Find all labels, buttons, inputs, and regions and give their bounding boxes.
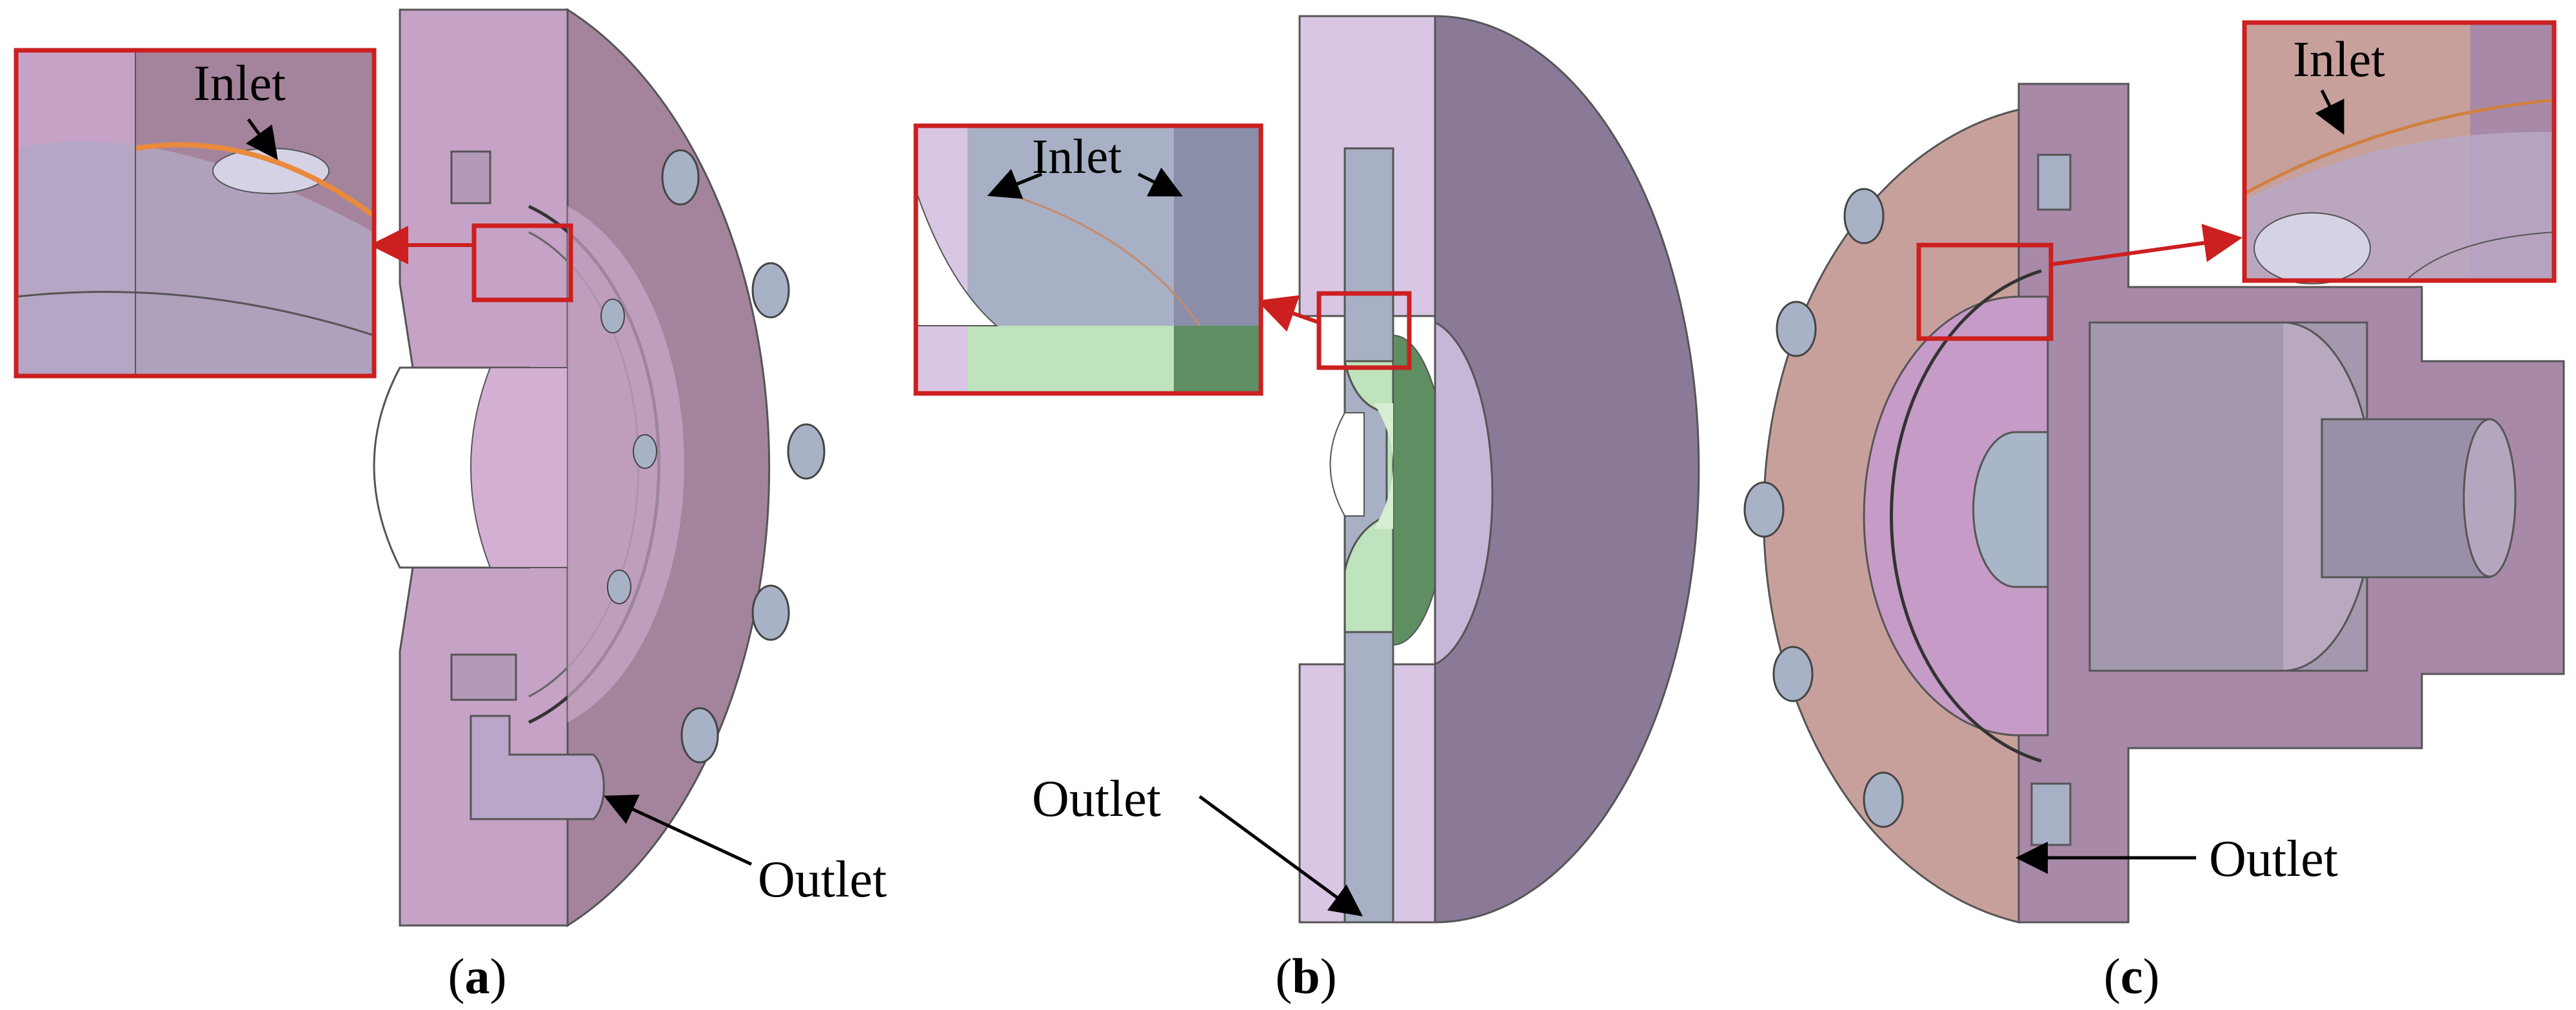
- panel-a-inner-hole: [633, 434, 657, 469]
- panel-a-bolt-hole: [661, 149, 700, 206]
- panel-c-channel-bottom: [2030, 782, 2072, 846]
- panel-b-rim: [1434, 321, 1494, 666]
- panel-a-inner-hole: [607, 569, 631, 604]
- panel-b-inlet-arrow-left: [987, 168, 1042, 199]
- panel-c-hub: [1972, 431, 2049, 588]
- panel-c-bolt-hole: [1776, 301, 1817, 357]
- panel-a-outlet-arrow: [603, 795, 753, 866]
- panel-c-zoom-arrow: [2050, 223, 2243, 266]
- panel-a-zoom-box: [471, 223, 573, 302]
- panel-c-outlet-label: Outlet: [2209, 831, 2338, 887]
- panel-c-caption: (c): [2104, 948, 2160, 1004]
- panel-b: Inlet Outlet (b): [913, 15, 1700, 1004]
- panel-a-outlet-channel: [470, 715, 605, 820]
- panel-b-inlet-arrow-right: [1137, 167, 1183, 197]
- panel-c-inset-flow-line: [2243, 98, 2555, 195]
- panel-a-bolt-hole: [787, 423, 826, 480]
- panel-a-outlet-label: Outlet: [758, 851, 887, 908]
- panel-c-inlet-label: Inlet: [2293, 31, 2385, 87]
- panel-c-bolt-hole: [1843, 188, 1885, 244]
- panel-a-bolt-hole: [680, 707, 719, 764]
- panel-c-inlet-arrow: [2315, 89, 2344, 135]
- panel-c-channel-top: [2037, 153, 2072, 211]
- panel-b-outer-disk: [1434, 15, 1700, 924]
- panel-b-outlet-label: Outlet: [1032, 771, 1161, 827]
- panel-b-inset-frame: [913, 123, 1263, 396]
- panel-a-channel-top: [450, 150, 491, 204]
- panel-c-shaft: [2321, 418, 2491, 579]
- panel-b-zoom-box: [1316, 291, 1412, 370]
- panel-c-zoom-box: [1916, 243, 2054, 341]
- panel-b-fluid-light: [1374, 403, 1393, 529]
- panel-a-inset: Inlet: [14, 48, 377, 379]
- panel-b-inset: Inlet: [913, 123, 1263, 396]
- panel-c-bolt-hole: [1772, 646, 1814, 702]
- panel-a-inner-hole: [600, 299, 625, 333]
- panel-b-outlet-arrow: [1198, 795, 1363, 916]
- panel-a: Inlet Outlet (a): [14, 8, 887, 1004]
- panel-c-inner-ring: [1890, 269, 2042, 763]
- panel-b-bore: [1329, 412, 1365, 517]
- panel-a-bolt-hole: [751, 584, 790, 641]
- panel-c-shaft-end: [2462, 418, 2517, 578]
- panel-a-bore-surface: [470, 367, 568, 568]
- panel-a-inset-frame: [14, 48, 377, 379]
- panel-a-caption: (a): [448, 948, 507, 1004]
- panel-a-bolt-hole: [751, 262, 790, 319]
- panel-b-caption: (b): [1275, 948, 1336, 1004]
- panel-a-channel-mid: [450, 653, 517, 701]
- panel-c-bolt-hole: [1743, 481, 1785, 538]
- panel-c-inset-frame: [2242, 20, 2557, 283]
- panel-c-inset: Inlet: [2242, 20, 2557, 284]
- panel-b-inlet-label: Inlet: [1032, 130, 1122, 184]
- panel-c-bolt-hole: [1863, 771, 1904, 828]
- panel-b-zoom-arrow: [1256, 295, 1320, 332]
- panel-a-inlet-label: Inlet: [193, 55, 286, 111]
- panel-a-inlet-arrow: [246, 118, 278, 161]
- panel-a-inner-boss: [568, 206, 684, 722]
- panel-c: Inlet Outlet (c): [1743, 20, 2565, 1004]
